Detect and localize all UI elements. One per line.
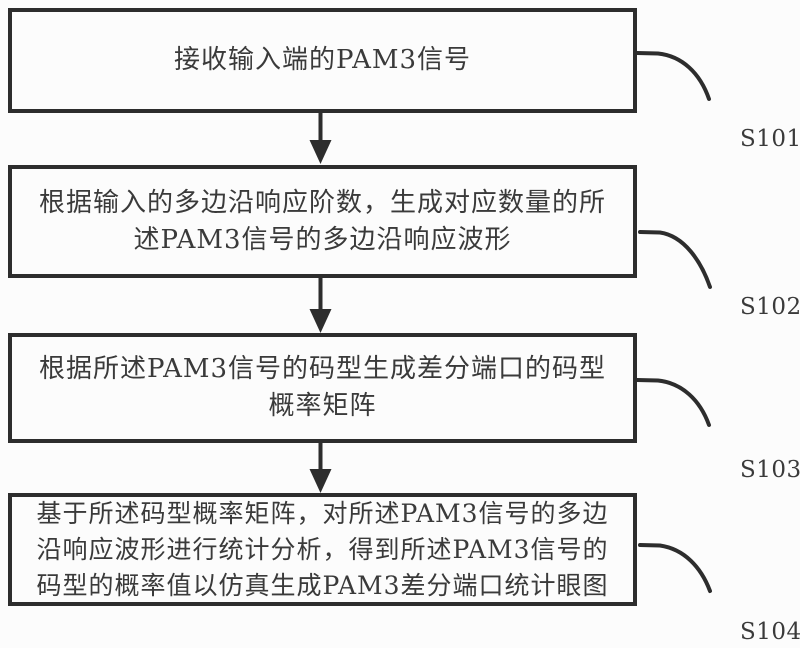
flow-step-1-text: 接收输入端的PAM3信号: [173, 45, 472, 75]
flow-step-1-box: 接收输入端的PAM3信号: [8, 8, 637, 113]
step-connector-curve-s101: [635, 51, 711, 101]
step-label-s101: S101: [740, 126, 800, 152]
step-connector-curve-s103: [635, 378, 711, 427]
down-arrow-icon: [309, 443, 332, 493]
flow-step-3-box: 根据所述PAM3信号的码型生成差分端口的码型概率矩阵: [8, 333, 637, 443]
step-connector-curve-s102: [638, 230, 712, 289]
flow-step-4-box: 基于所述码型概率矩阵，对所述PAM3信号的多边沿响应波形进行统计分析，得到所述P…: [8, 493, 637, 606]
flow-step-3-text: 根据所述PAM3信号的码型生成差分端口的码型概率矩阵: [38, 354, 607, 421]
step-label-s103: S103: [740, 457, 800, 483]
down-arrow-icon: [309, 113, 332, 164]
step-connector-curve-s104: [638, 543, 712, 593]
flow-step-4-text: 基于所述码型概率矩阵，对所述PAM3信号的多边沿响应波形进行统计分析，得到所述P…: [36, 498, 609, 600]
step-label-s102: S102: [740, 294, 800, 320]
down-arrow-icon: [309, 278, 332, 333]
flow-step-2-text: 根据输入的多边沿响应阶数，生成对应数量的所述PAM3信号的多边沿响应波形: [38, 187, 606, 255]
flow-step-2-box: 根据输入的多边沿响应阶数，生成对应数量的所述PAM3信号的多边沿响应波形: [8, 165, 637, 278]
step-label-s104: S104: [740, 619, 800, 645]
